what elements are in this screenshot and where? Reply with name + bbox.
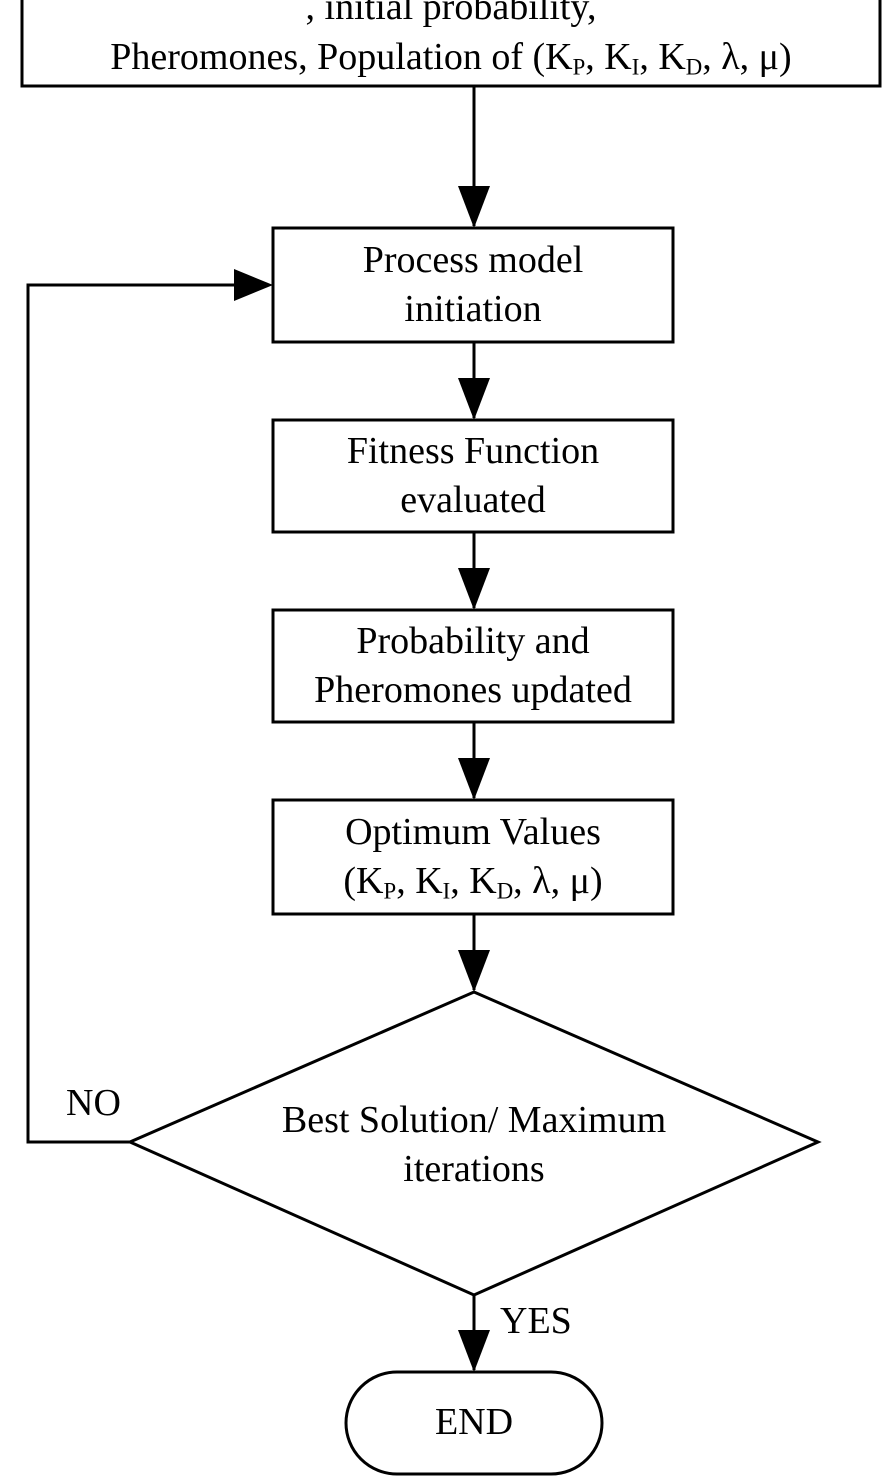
arrowhead-process xyxy=(458,186,490,228)
end-terminator xyxy=(344,1370,604,1476)
decision-text: Best Solution/ Maximum iterations xyxy=(200,1085,748,1205)
yes-label: YES xyxy=(500,1300,572,1342)
optimum-text: Optimum Values (KP, KI, KD, λ, μ) xyxy=(273,800,673,914)
arrowhead-fitness xyxy=(458,378,490,420)
no-loop-line xyxy=(26,283,240,1144)
initialization-box xyxy=(20,0,882,88)
probability-line2: Pheromones updated xyxy=(314,669,632,711)
initialization-text: , initial probability, Pheromones, Popul… xyxy=(22,0,880,86)
decision-line1: Best Solution/ Maximum xyxy=(281,1098,667,1141)
probability-line1: Probability and xyxy=(356,619,590,662)
optimum-line2: (KP, KI, KD, λ, μ) xyxy=(343,860,603,904)
fitness-line2: evaluated xyxy=(400,479,546,521)
arrowhead-end xyxy=(458,1330,490,1372)
optimum-line1: Optimum Values xyxy=(345,810,601,853)
arrowhead-probability xyxy=(458,568,490,610)
initialization-line1: , initial probability, xyxy=(305,0,597,29)
end-text: END xyxy=(434,1401,514,1444)
process-init-line2: initiation xyxy=(404,288,542,330)
no-label: NO xyxy=(66,1082,121,1124)
process-init-line1: Process model xyxy=(362,238,584,281)
arrowhead-decision xyxy=(458,950,490,992)
initialization-line2: Pheromones, Population of (KP, KI, KD, λ… xyxy=(110,35,792,80)
fitness-text: Fitness Function evaluated xyxy=(273,420,673,532)
fitness-line1: Fitness Function xyxy=(346,429,600,472)
process-init-text: Process model initiation xyxy=(273,228,673,342)
decision-line2: iterations xyxy=(403,1148,545,1190)
arrowhead-optimum xyxy=(458,758,490,800)
probability-text: Probability and Pheromones updated xyxy=(273,610,673,722)
arrowhead-loop xyxy=(234,269,273,301)
